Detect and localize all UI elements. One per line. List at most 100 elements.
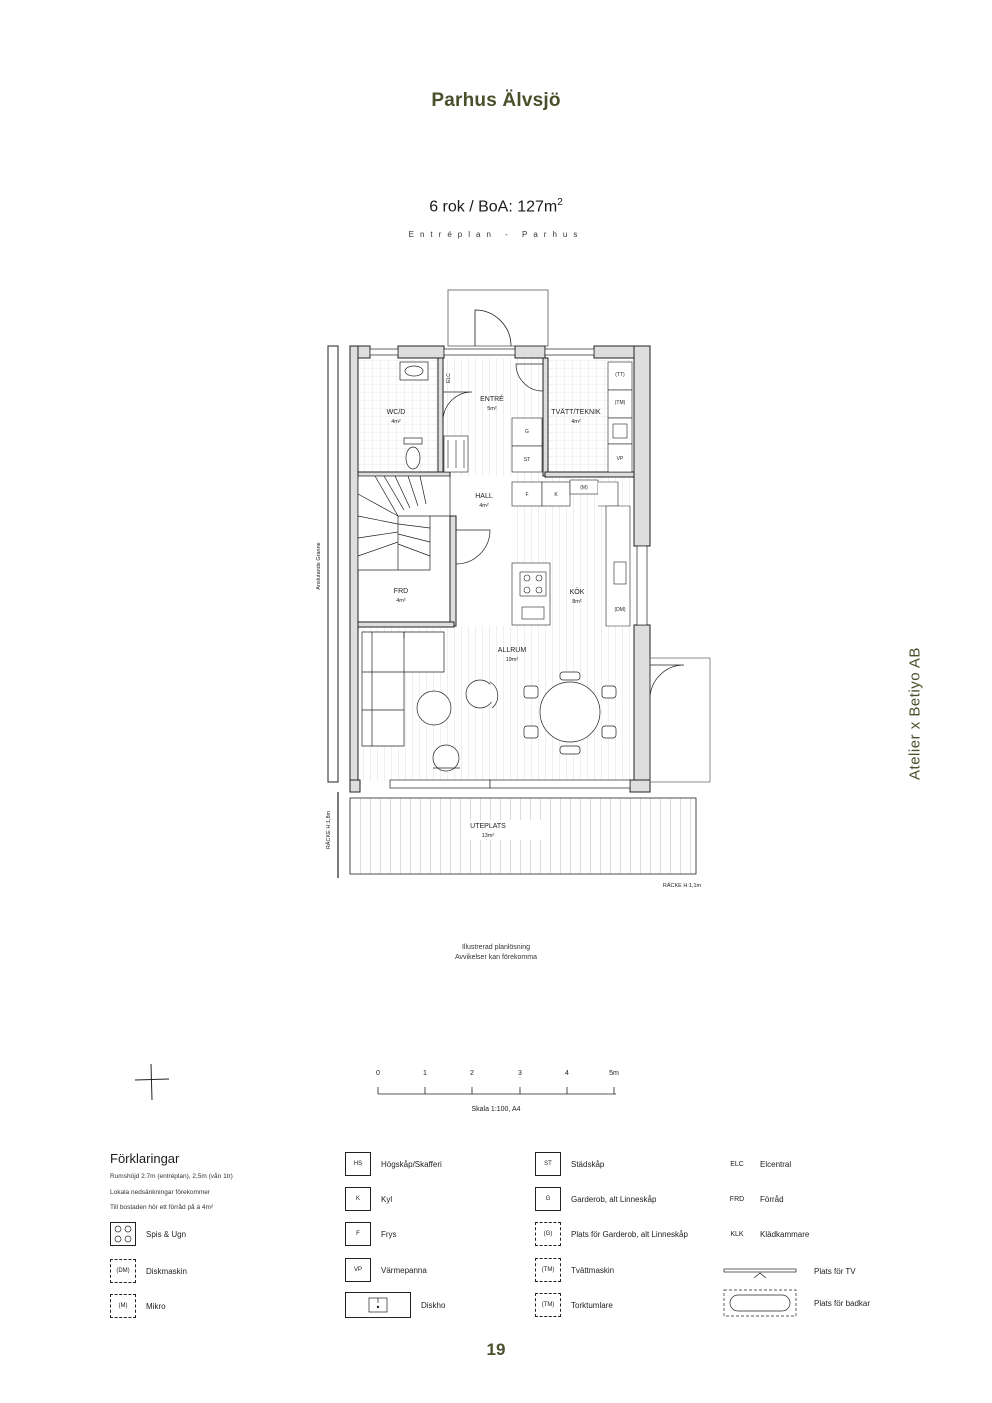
bathtub-icon — [723, 1289, 797, 1317]
tvatt-fixtures — [607, 361, 633, 473]
legend-label: Värmepanna — [381, 1265, 427, 1275]
page-title: Parhus Älvsjö — [431, 90, 561, 111]
staircase — [357, 475, 451, 571]
legend-label: Frys — [381, 1229, 397, 1239]
fixture-vp: VP — [617, 456, 624, 462]
legend-code: K — [345, 1187, 371, 1211]
fixture-f: F — [525, 492, 528, 498]
legend-item-k: K Kyl — [345, 1186, 392, 1212]
unit-summary: 6 rok / BoA: 127m2 — [0, 197, 992, 216]
legend-item-tv: Plats för TV — [722, 1258, 856, 1284]
scale-tick-4: 4 — [565, 1070, 569, 1077]
fixture-tt: (TT) — [615, 372, 625, 378]
legend-label: Diskmaskin — [146, 1266, 187, 1276]
room-kok-area: 8m² — [572, 599, 582, 605]
legend-note-1: Rumshöjd 2.7m (entréplan), 2,5m (vån 1tr… — [110, 1173, 233, 1180]
scale-tick-5: 5m — [609, 1070, 619, 1077]
disclaimer: Illustrerad planlösning Avvikelser kan f… — [0, 943, 992, 963]
disclaimer-line-1: Illustrerad planlösning — [461, 944, 531, 951]
tv-icon — [723, 1268, 797, 1279]
room-kok-name: KÖK — [570, 588, 585, 596]
scale-tick-0: 0 — [376, 1070, 380, 1077]
legend-item-mikro: (M) Mikro — [110, 1293, 166, 1319]
legend-item-g-space: (G) Plats för Garderob, alt Linneskåp — [535, 1221, 688, 1247]
legend-item-frd: FRD Förråd — [724, 1186, 784, 1212]
fixture-elc: ELC — [446, 373, 452, 383]
unit-summary-sup: 2 — [557, 197, 563, 208]
legend-item-klk: KLK Klädkammare — [724, 1221, 809, 1247]
room-frd-name: FRD — [394, 588, 408, 595]
kitchen-top-counter — [511, 479, 631, 627]
room-wc-name: WC/D — [387, 409, 406, 416]
unit-summary-text: 6 rok / BoA: 127m — [429, 198, 558, 216]
legend-code: FRD — [729, 1195, 745, 1203]
fixture-dm: (DM) — [614, 607, 625, 613]
legend-note-3: Till bostaden hör ett förråd på á 4m² — [110, 1204, 214, 1211]
fixture-k: K — [554, 492, 558, 498]
plan-level-label: Entréplan - Parhus — [408, 230, 584, 239]
legend-label: Städskåp — [571, 1159, 605, 1169]
legend-code: F — [345, 1222, 371, 1246]
legend-item-g: G Garderob, alt Linneskåp — [535, 1186, 656, 1212]
legend-item-hs: HS Högskåp/Skafferi — [345, 1151, 442, 1177]
legend-label: Tvättmaskin — [571, 1265, 615, 1275]
legend-item-torktumlare: (TM) Torktumlare — [535, 1292, 613, 1318]
legend-code: ST — [535, 1152, 561, 1176]
room-entre-area: 5m² — [487, 406, 497, 412]
legend-label: Plats för TV — [814, 1266, 856, 1276]
wc-fixtures — [399, 361, 429, 470]
disclaimer-line-2: Avvikelser kan förekomma — [455, 954, 537, 961]
legend-label: Torktumlare — [571, 1300, 613, 1310]
legend-code: (M) — [110, 1294, 136, 1318]
legend-item-st: ST Städskåp — [535, 1151, 604, 1177]
room-hall-area: 4m² — [479, 503, 489, 509]
legend-label: Plats för badkar — [814, 1298, 871, 1308]
sink-icon — [345, 1292, 411, 1318]
scale-tick-3: 3 — [518, 1070, 522, 1077]
fixture-st: ST — [524, 457, 530, 463]
windows — [369, 348, 648, 789]
legend-label: Klädkammare — [760, 1229, 810, 1239]
legend-label: Diskho — [421, 1300, 446, 1310]
legend-code: HS — [345, 1152, 371, 1176]
legend-item-spis: Spis & Ugn — [110, 1221, 186, 1247]
legend-label: Elcentral — [760, 1159, 792, 1169]
stove-icon — [110, 1222, 136, 1246]
legend-item-vp: VP Värmepanna — [345, 1257, 427, 1283]
room-labels: WC/D 4m² ENTRÉ 5m² TVÄTT/TEKNIK 4m² HALL… — [387, 394, 601, 839]
scale-bar: 0 1 2 3 4 5m Skala 1:100, A4 — [376, 1070, 619, 1113]
neighbour-wall — [327, 345, 339, 783]
room-tvatt-name: TVÄTT/TEKNIK — [551, 408, 601, 416]
side-brand: Atelier x Betiyo AB — [906, 647, 924, 780]
room-uteplats-name: UTEPLATS — [470, 823, 506, 830]
legend-code: (TM) — [535, 1258, 561, 1282]
legend-label: Högskåp/Skafferi — [381, 1159, 442, 1169]
hall-cabinet — [443, 435, 469, 473]
neighbour-label: Anslutande Granne — [316, 542, 322, 589]
room-hall-name: HALL — [475, 493, 493, 500]
legend-title: Förklaringar — [110, 1151, 180, 1166]
legend-item-tvattmaskin: (TM) Tvättmaskin — [535, 1257, 614, 1283]
deck-label-bg — [470, 820, 546, 840]
fixture-g: G — [525, 429, 529, 435]
fixture-tm: (TM) — [615, 400, 626, 406]
room-wc-area: 4m² — [391, 419, 401, 425]
room-entre-name: ENTRÉ — [480, 394, 504, 403]
entry-door — [474, 309, 512, 347]
living-furniture — [416, 679, 499, 772]
scale-tick-2: 2 — [470, 1070, 474, 1077]
legend-code: (G) — [535, 1222, 561, 1246]
fixture-m: (M) — [580, 485, 588, 491]
railing-right-label: RÄCKE H:1,1m — [663, 882, 702, 889]
legend-code: ELC — [730, 1160, 744, 1168]
side-step — [649, 657, 711, 783]
legend-code: KLK — [730, 1230, 744, 1238]
legend-code: G — [535, 1187, 561, 1211]
legend-item-f: F Frys — [345, 1221, 397, 1247]
scale-tick-1: 1 — [423, 1070, 427, 1077]
legend-code: VP — [345, 1258, 371, 1282]
tvatt-door — [515, 363, 544, 392]
kitchen-island — [511, 562, 551, 626]
scale-label: Skala 1:100, A4 — [471, 1106, 520, 1113]
legend-label: Plats för Garderob, alt Linneskåp — [571, 1229, 688, 1239]
